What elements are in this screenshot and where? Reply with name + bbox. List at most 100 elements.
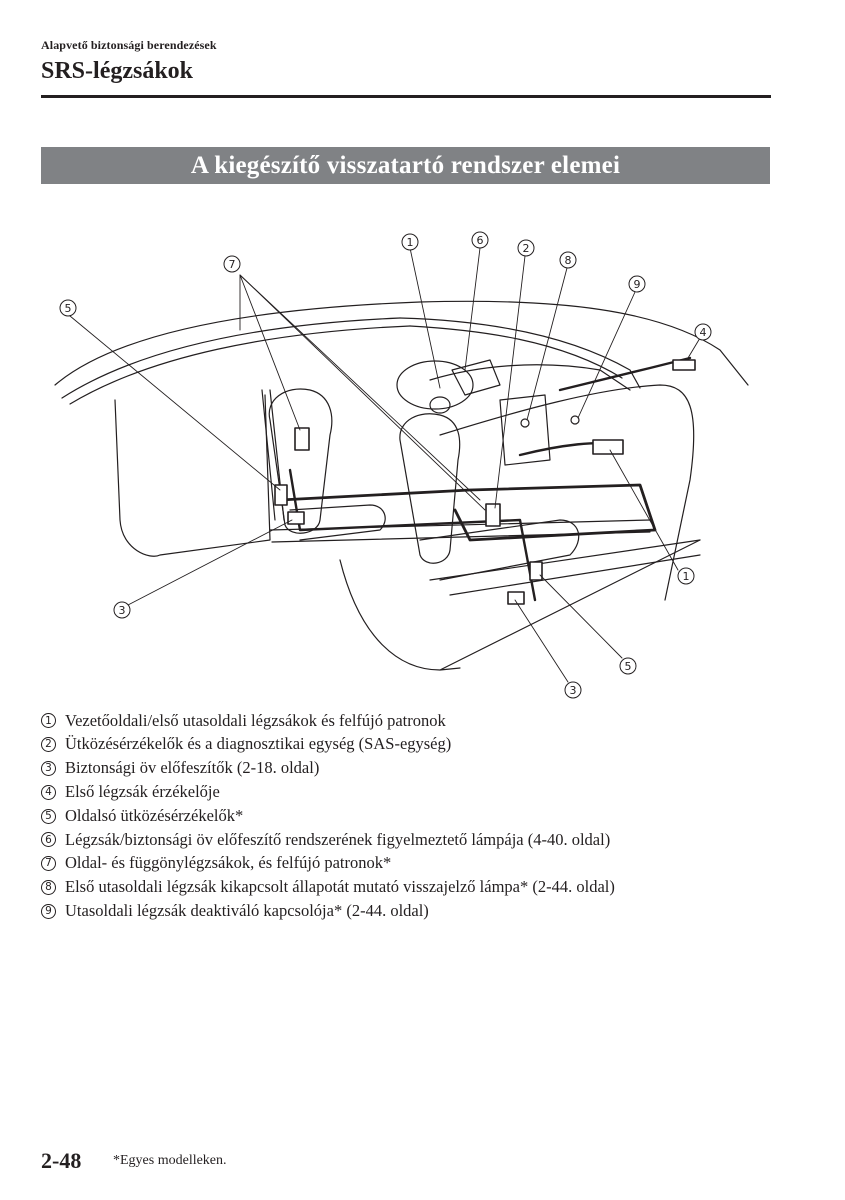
indicator-lamp	[520, 418, 530, 428]
callout-8: 8	[559, 251, 577, 269]
module-side-sensor-left	[274, 484, 288, 506]
legend-text: Első légzsák érzékelője	[65, 782, 220, 802]
callout-5-left: 5	[59, 299, 77, 317]
callout-3-right: 3	[564, 681, 582, 699]
component-legend: 1 Vezetőoldali/első utasoldali légzsákok…	[41, 709, 801, 923]
legend-number: 9	[41, 903, 56, 919]
legend-text: Légzsák/biztonsági öv előfeszítő rendsze…	[65, 829, 611, 849]
leader-5-right	[539, 574, 623, 659]
windshield-frame	[429, 364, 631, 391]
car-roof-line	[54, 300, 749, 386]
legend-number: 7	[41, 856, 56, 872]
leader-3-right	[514, 599, 569, 683]
callout-6: 6	[471, 231, 489, 249]
svg-text:2: 2	[523, 242, 530, 255]
leader-9	[577, 291, 636, 419]
section-heading-banner: A kiegészítő visszatartó rendszer elemei	[41, 147, 770, 184]
module-seat-airbag-front	[294, 427, 310, 451]
a-pillar	[399, 317, 641, 389]
legend-number: 2	[41, 737, 56, 753]
legend-item: 2 Ütközésérzékelők és a diagnosztikai eg…	[41, 733, 801, 757]
srs-components-diagram: 1 6 2 8 7 9 5 4 1 3 5 3	[54, 231, 749, 699]
svg-text:3: 3	[119, 604, 126, 617]
callout-1-top: 1	[401, 233, 419, 251]
legend-text: Oldal- és függönylégzsákok, és felfújó p…	[65, 853, 392, 873]
page-number: 2-48	[41, 1148, 82, 1173]
callout-7: 7	[223, 255, 241, 273]
legend-item: 1 Vezetőoldali/első utasoldali légzsákok…	[41, 709, 801, 733]
rear-seat-back	[399, 413, 461, 564]
leader-4	[687, 337, 701, 359]
leader-7c	[239, 274, 481, 501]
svg-text:1: 1	[683, 570, 690, 583]
leader-7b	[239, 274, 301, 431]
svg-text:5: 5	[65, 302, 72, 315]
dashboard-top	[439, 384, 695, 601]
module-pretensioner-front	[287, 511, 305, 525]
leader-5-left	[69, 315, 281, 491]
callout-5-right: 5	[619, 657, 637, 675]
steering-hub	[429, 396, 451, 414]
module-front-sensor	[672, 359, 696, 371]
steering-wheel	[396, 360, 474, 410]
passenger-sill	[429, 539, 701, 596]
legend-number: 6	[41, 832, 56, 848]
legend-item: 9 Utasoldali légzsák deaktiváló kapcsoló…	[41, 899, 801, 923]
legend-text: Biztonsági öv előfeszítők (2-18. oldal)	[65, 758, 320, 778]
wiring-harness	[278, 483, 657, 542]
footnote: *Egyes modelleken.	[113, 1153, 227, 1168]
callout-3-left: 3	[113, 601, 131, 619]
leader-3-left	[127, 519, 293, 606]
callout-1-right: 1	[677, 567, 695, 585]
svg-text:6: 6	[477, 234, 484, 247]
floor-line	[339, 539, 701, 671]
svg-text:4: 4	[700, 326, 707, 339]
deactivation-switch	[570, 415, 580, 425]
legend-number: 4	[41, 784, 56, 800]
legend-text: Oldalsó ütközésérzékelők*	[65, 805, 244, 825]
callout-2: 2	[517, 239, 535, 257]
legend-item: 4 Első légzsák érzékelője	[41, 780, 801, 804]
front-seat-cushion	[289, 504, 386, 541]
wiring-harness-left	[288, 468, 537, 602]
roof-rail	[61, 317, 411, 405]
leader-1-top	[409, 247, 441, 389]
instrument-cluster	[451, 359, 501, 396]
legend-text: Ütközésérzékelők és a diagnosztikai egys…	[65, 734, 452, 754]
legend-item: 8 Első utasoldali légzsák kikapcsolt áll…	[41, 876, 801, 900]
legend-number: 8	[41, 879, 56, 895]
svg-text:1: 1	[407, 236, 414, 249]
legend-number: 3	[41, 760, 56, 776]
leader-8	[526, 267, 568, 421]
legend-number: 5	[41, 808, 56, 824]
front-door-frame	[114, 394, 271, 557]
svg-text:8: 8	[565, 254, 572, 267]
page-title: SRS-légzsákok	[41, 58, 194, 84]
legend-item: 3 Biztonsági öv előfeszítők (2-18. oldal…	[41, 757, 801, 781]
leader-2	[494, 255, 526, 509]
module-seat-airbag-rear	[485, 503, 501, 527]
front-seat-back	[268, 388, 333, 534]
svg-text:9: 9	[634, 278, 641, 291]
legend-number: 1	[41, 713, 56, 729]
breadcrumb: Alapvető biztonsági berendezések	[41, 38, 217, 52]
rear-seat-cushion	[419, 519, 580, 581]
module-side-sensor-right	[529, 561, 543, 581]
title-divider	[41, 95, 771, 98]
legend-text: Vezetőoldali/első utasoldali légzsákok é…	[65, 710, 446, 730]
legend-item: 7 Oldal- és függönylégzsákok, és felfújó…	[41, 852, 801, 876]
legend-text: Utasoldali légzsák deaktiváló kapcsolója…	[65, 901, 429, 921]
legend-item: 6 Légzsák/biztonsági öv előfeszítő rends…	[41, 828, 801, 852]
callout-4: 4	[694, 323, 712, 341]
module-pretensioner-rear	[507, 591, 525, 605]
leader-6	[464, 247, 481, 371]
center-console	[499, 394, 551, 466]
module-sas-unit	[592, 439, 624, 455]
svg-text:5: 5	[625, 660, 632, 673]
section-heading: A kiegészítő visszatartó rendszer elemei	[190, 151, 621, 179]
callout-9: 9	[628, 275, 646, 293]
svg-text:3: 3	[570, 684, 577, 697]
svg-text:7: 7	[229, 258, 236, 271]
legend-text: Első utasoldali légzsák kikapcsolt állap…	[65, 877, 615, 897]
leader-7d	[239, 274, 486, 511]
